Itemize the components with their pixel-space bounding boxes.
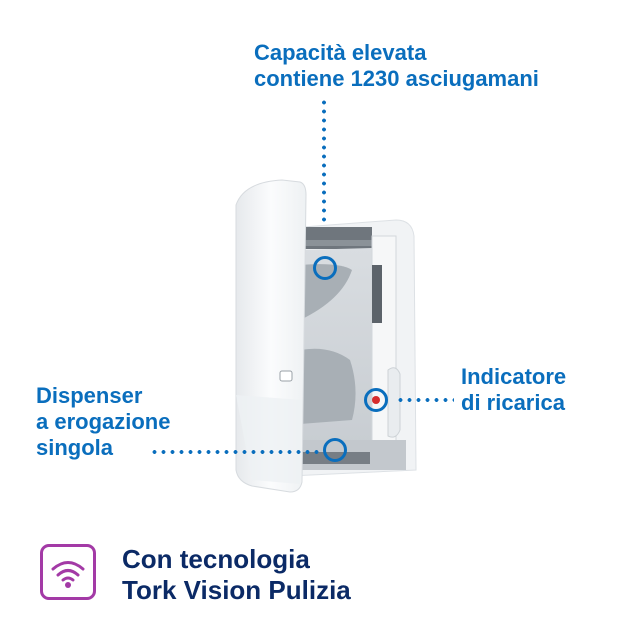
capacity-leader-line [322, 98, 326, 256]
capacity-marker [313, 256, 337, 280]
footer-line1: Con tecnologia [122, 544, 310, 574]
refill-indicator-marker [364, 388, 388, 412]
single-dispensing-line1: Dispenser [36, 383, 143, 408]
refill-indicator-leader-line [396, 398, 454, 402]
single-dispensing-line3: singola [36, 435, 114, 460]
single-dispensing-leader-line [150, 450, 322, 454]
refill-indicator-light [372, 396, 380, 404]
single-dispensing-line2: a erogazione [36, 409, 171, 434]
refill-indicator-line1: Indicatore [461, 364, 567, 389]
capacity-line1: Capacità elevata [254, 40, 427, 65]
single-dispensing-marker [323, 438, 347, 462]
capacity-line2: contiene 1230 asciugamani [254, 66, 539, 91]
footer-line2: Tork Vision Pulizia [122, 575, 351, 605]
capacity-callout: Capacità elevata contiene 1230 asciugama… [254, 40, 539, 92]
footer-title: Con tecnologia Tork Vision Pulizia [122, 544, 351, 606]
wifi-icon [40, 544, 96, 600]
single-dispensing-callout: Dispenser a erogazione singola [36, 383, 170, 461]
refill-indicator-callout: Indicatore di ricarica [461, 364, 566, 416]
refill-indicator-line2: di ricarica [461, 390, 565, 415]
